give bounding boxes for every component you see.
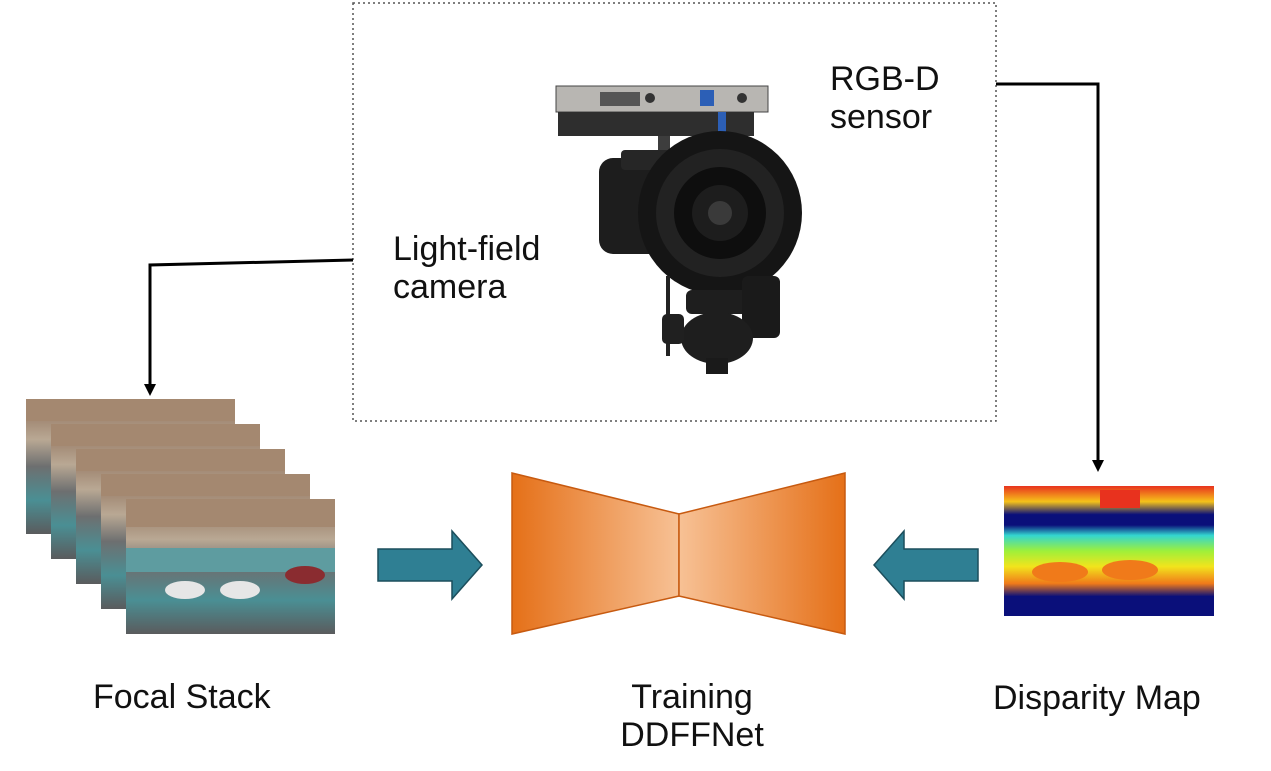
arrow-left-icon — [872, 529, 979, 601]
focal-stack-label: Focal Stack — [93, 678, 271, 716]
network-label: Training DDFFNet — [592, 678, 792, 754]
lens-icon — [638, 131, 802, 295]
lightfield-label-line2: camera — [393, 268, 507, 306]
ddffnet-network-shape — [511, 472, 846, 635]
arrow-right-icon — [377, 529, 484, 601]
arrowhead-icon — [144, 384, 156, 396]
rgbd-sensor-device — [555, 85, 769, 136]
arrowhead-icon — [1092, 460, 1104, 472]
connector-lightfield-to-focal-stack — [148, 258, 354, 386]
network-label-line1: Training — [631, 678, 753, 716]
disparity-map-label: Disparity Map — [993, 679, 1201, 717]
focal-slice — [126, 499, 335, 634]
disparity-map-image — [1004, 486, 1214, 616]
rig-frame — [352, 2, 997, 422]
rgbd-label-line1: RGB-D — [830, 60, 940, 98]
lightfield-camera-label: Light-field camera — [393, 230, 540, 306]
rgbd-sensor-label: RGB-D sensor — [830, 60, 940, 136]
lightfield-label-line1: Light-field — [393, 230, 541, 268]
connector-rgbd-to-disparity — [996, 82, 1100, 462]
network-label-line2: DDFFNet — [620, 716, 764, 754]
camera-rig-image — [555, 85, 802, 374]
rgbd-label-line2: sensor — [830, 98, 933, 136]
focal-stack-images — [26, 399, 335, 634]
